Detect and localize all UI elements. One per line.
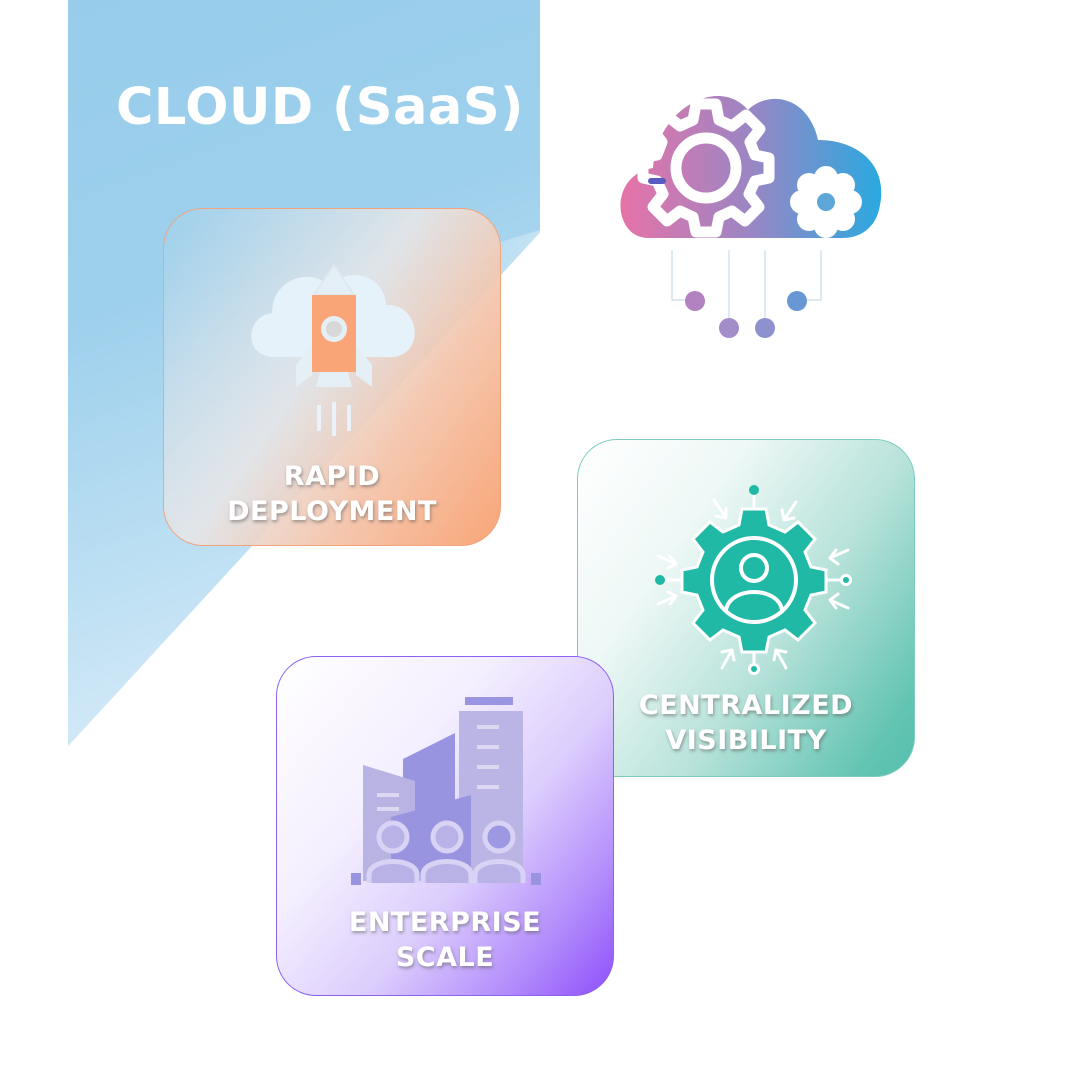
- label-line-1: RAPID: [283, 461, 381, 492]
- label-line-1: ENTERPRISE: [348, 907, 542, 938]
- label-line-2: VISIBILITY: [665, 725, 827, 756]
- card-label: CENTRALIZED VISIBILITY: [578, 688, 914, 758]
- card-enterprise-scale[interactable]: ENTERPRISE SCALE: [276, 656, 614, 996]
- card-label: ENTERPRISE SCALE: [277, 905, 613, 975]
- label-line-1: CENTRALIZED: [638, 690, 854, 721]
- label-line-2: SCALE: [395, 942, 495, 973]
- label-line-2: DEPLOYMENT: [227, 496, 437, 527]
- rocket-cloud-icon: [244, 247, 424, 451]
- card-centralized-visibility[interactable]: CENTRALIZED VISIBILITY: [577, 439, 915, 777]
- cloud-gears-icon: [608, 70, 888, 350]
- card-rapid-deployment[interactable]: RAPID DEPLOYMENT: [163, 208, 501, 546]
- buildings-people-icon: [347, 697, 547, 901]
- page-title: CLOUD (SaaS): [116, 78, 524, 137]
- gear-user-icon: [648, 480, 858, 684]
- card-label: RAPID DEPLOYMENT: [164, 459, 500, 529]
